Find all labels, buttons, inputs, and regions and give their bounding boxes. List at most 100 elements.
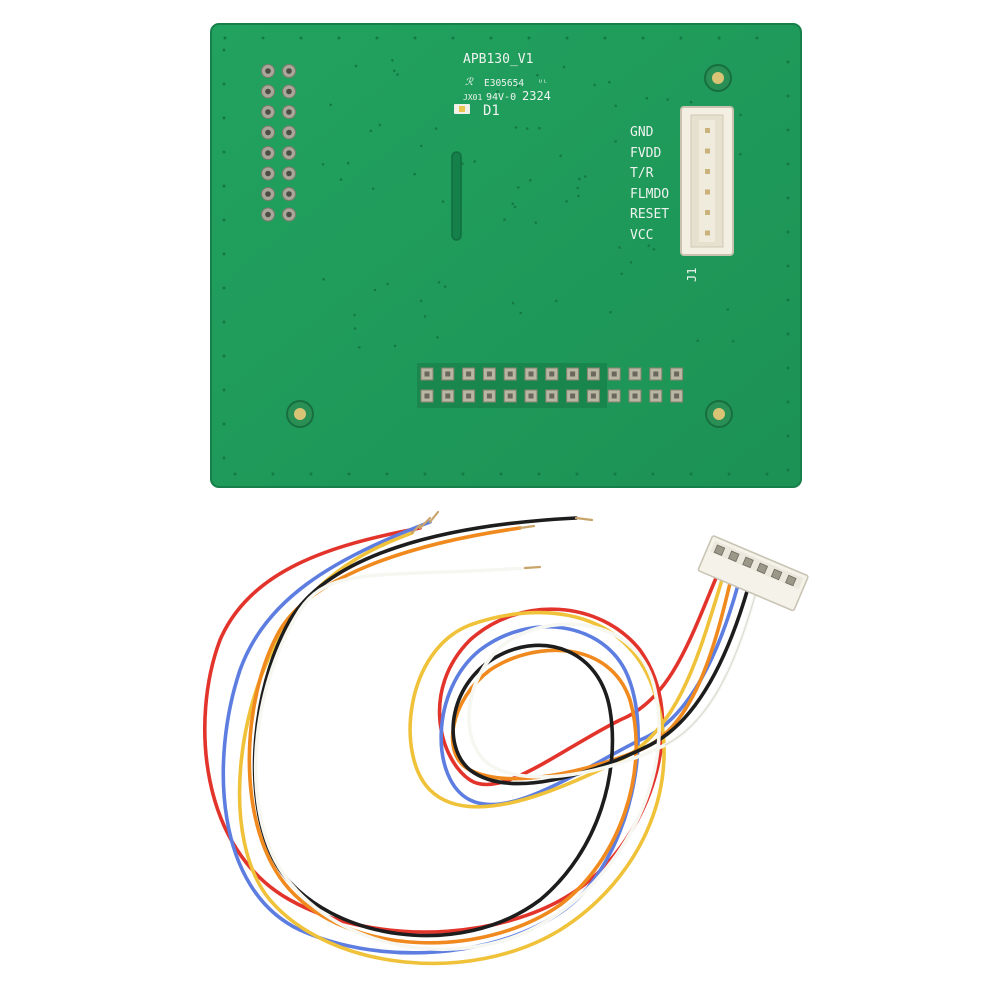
via: [371, 187, 375, 191]
date-code: 2324: [522, 89, 551, 103]
header-pad: [282, 125, 296, 140]
header-pad: [282, 187, 296, 201]
bottom-pad: [545, 389, 559, 403]
via: [339, 178, 343, 181]
via: [413, 172, 417, 176]
via: [419, 299, 423, 303]
via: [565, 36, 569, 40]
bottom-pad: [503, 367, 517, 381]
via: [529, 179, 532, 182]
via: [527, 36, 531, 40]
via: [514, 126, 518, 129]
bottom-pad: [586, 367, 600, 381]
via: [609, 310, 612, 314]
header-pad: [282, 166, 296, 181]
ul-file-number: E305654: [484, 78, 524, 89]
via: [717, 36, 721, 40]
connector-label: J1: [685, 268, 699, 282]
via: [233, 472, 237, 476]
header-pad: [261, 64, 275, 78]
via: [358, 346, 361, 349]
connector-pin-labels: GND FVDD T/R FLMDO RESET VCC: [630, 125, 669, 243]
via: [629, 261, 633, 264]
via: [538, 126, 541, 130]
connector-contact: [727, 550, 740, 563]
via: [261, 36, 265, 40]
via-field: [222, 36, 790, 476]
via: [375, 36, 379, 40]
via: [386, 282, 389, 286]
via: [443, 285, 447, 288]
wire-harness: [203, 510, 758, 966]
pin-label-flmdo: FLMDO: [630, 187, 669, 202]
bottom-pad: [441, 367, 455, 381]
via: [765, 472, 769, 476]
bottom-pad: [503, 389, 517, 403]
via: [786, 60, 790, 64]
via: [420, 144, 423, 148]
via: [511, 301, 515, 305]
via: [727, 472, 731, 476]
bottom-pad: [524, 389, 538, 403]
via: [666, 98, 670, 101]
via: [647, 244, 651, 247]
bottom-pad: [462, 389, 476, 403]
via: [786, 332, 790, 336]
pin-label-vcc: VCC: [630, 228, 653, 243]
via: [786, 162, 790, 166]
via: [786, 468, 790, 472]
via: [755, 36, 759, 40]
via: [614, 104, 617, 108]
bottom-pad: [482, 367, 496, 381]
via: [537, 472, 541, 476]
via: [620, 272, 624, 276]
bottom-pad: [628, 389, 642, 403]
via: [559, 154, 562, 158]
mounting-hole-bottom-right: [705, 400, 733, 428]
via: [223, 36, 227, 40]
via: [434, 127, 438, 130]
via: [222, 48, 226, 52]
via: [618, 246, 621, 249]
header-pad: [282, 105, 296, 119]
via: [517, 186, 520, 189]
via: [786, 264, 790, 268]
via: [786, 298, 790, 302]
via: [309, 472, 313, 476]
board-slot: [451, 151, 462, 241]
connector-contact: [713, 544, 726, 557]
bottom-pad: [420, 389, 434, 403]
via: [516, 84, 520, 88]
pin-header-2x8: [261, 64, 296, 222]
via: [222, 82, 226, 86]
wire-tips: [410, 510, 594, 570]
via: [645, 96, 649, 100]
svg-text:ℛ: ℛ: [465, 77, 474, 88]
wire-white: [253, 566, 758, 952]
via: [496, 90, 499, 93]
via: [353, 327, 357, 330]
via: [499, 472, 503, 476]
via: [393, 344, 397, 348]
connector-j1: [680, 106, 734, 256]
via: [396, 73, 399, 76]
bottom-pad: [482, 389, 496, 403]
maker-code: JX01: [463, 93, 482, 102]
via: [786, 196, 790, 200]
via: [575, 472, 579, 476]
header-pad: [282, 207, 296, 222]
via: [222, 422, 226, 426]
via: [322, 278, 326, 281]
wire-blue: [221, 520, 740, 955]
via: [423, 472, 427, 476]
via: [222, 286, 226, 290]
connector-contact: [785, 574, 797, 587]
via: [576, 186, 579, 190]
connector-pin: [705, 189, 710, 195]
via: [593, 83, 596, 87]
cable-connector: [697, 535, 809, 612]
via: [461, 472, 465, 476]
wire-orange: [247, 526, 732, 945]
connector-pin: [705, 128, 710, 133]
wire-black: [252, 516, 750, 938]
